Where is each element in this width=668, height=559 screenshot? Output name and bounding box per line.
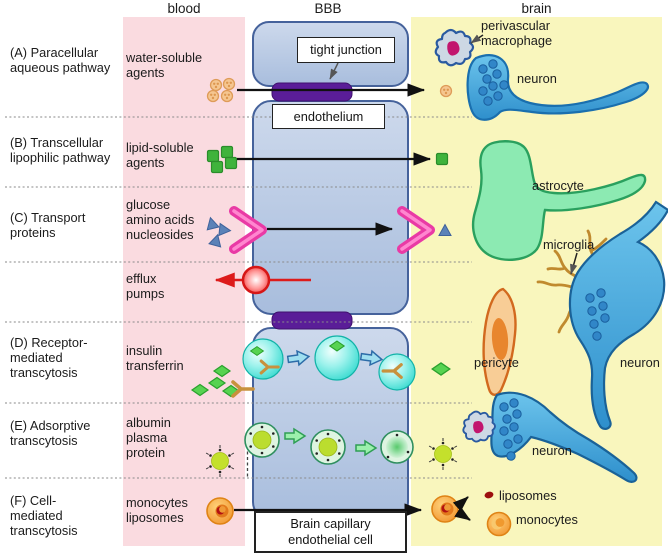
neuron-bottom-label: neuron [532,443,572,458]
perivascular-macrophage-label: perivascular macrophage [481,18,553,48]
tight-junction-box: tight junction [297,37,395,63]
transcytosis-vesicle-2 [314,335,360,381]
blood-label-a: water-soluble agents [126,50,203,80]
blood-label-efflux: efflux pumps [126,271,165,301]
adsorptive-arrow-2 [355,439,378,457]
transcytosis-vesicle-3 [378,353,416,391]
vesicle-arrow-2 [359,349,384,367]
pericyte-label: pericyte [474,355,519,370]
liposome-particle [484,491,494,499]
header-bbb: BBB [314,1,342,16]
row-b-label: (B) Transcellular lipophilic pathway [10,135,111,165]
transport-substrate-brain [438,224,452,236]
water-soluble-agent-brain [439,84,453,98]
astrocyte-cell [471,140,647,261]
lipid-soluble-agents-cluster [206,145,238,174]
microglia-pointer-arrow [570,252,578,275]
adsorptive-vesicle-2 [310,429,346,465]
albumin-particle-blood [205,444,235,478]
transport-substrates-cluster [204,215,232,248]
blood-label-e: albumin plasma protein [126,415,171,460]
adsorptive-vesicle-3 [380,430,414,464]
albumin-particle-brain [428,437,458,471]
brain-capillary-box: Brain capillary endothelial cell [254,511,407,553]
adsorptive-vesicle-1 [244,422,280,458]
perivascular-macrophage-cell [434,28,475,67]
neuron-top-label: neuron [517,71,557,86]
pericyte-cell [482,287,517,396]
branch-arrow-liposomes [452,496,469,512]
header-blood: blood [167,1,201,16]
monocyte-brain [431,495,459,523]
monocytes-label: monocytes [516,512,578,527]
row-divider-lines [5,116,472,479]
row-f-label: (F) Cell- mediated transcytosis [10,493,78,538]
row-d-label: (D) Receptor- mediated transcytosis [10,335,88,380]
adsorptive-arrow-1 [284,427,307,445]
neuron-bottom-cell [490,391,638,483]
neuron-top-cell [466,54,649,121]
endothelial-cell-2 [252,100,409,315]
blood-label-b: lipid-soluble agents [126,140,194,170]
water-soluble-agents-cluster [206,77,236,103]
astrocyte-label: astrocyte [532,178,584,193]
row-a-label: (A) Paracellular aqueous pathway [10,45,111,75]
blood-label-d: insulin transferrin [126,343,184,373]
monocyte-released [486,511,512,537]
liposomes-label: liposomes [499,488,557,503]
tight-junction-1 [271,82,353,102]
header-brain: brain [521,1,552,16]
lipid-soluble-agent-brain [435,152,449,166]
blood-label-c: glucose amino acids nucleosides [126,197,195,242]
row-e-label: (E) Adsorptive transcytosis [10,418,91,448]
ligand-released-brain [431,362,451,376]
tight-junction-pointer-arrow [329,62,339,80]
efflux-pump [241,265,271,295]
transcytosis-vesicle-1 [242,338,284,380]
row-c-label: (C) Transport proteins [10,210,86,240]
blood-label-f: monocytes liposomes [126,495,188,525]
microglia-label: microglia [543,237,595,252]
macrophage-pointer-arrow [470,34,484,44]
vesicle-arrow-1 [286,349,311,367]
neuron-right-label: neuron [620,355,660,370]
perivascular-macrophage-cell-2 [462,410,496,443]
branch-arrow-monocytes [454,506,471,521]
tight-junction-2 [271,311,353,330]
monocyte-blood [206,497,234,525]
neuron-right-cell [568,200,668,430]
endothelium-box: endothelium [272,104,385,129]
